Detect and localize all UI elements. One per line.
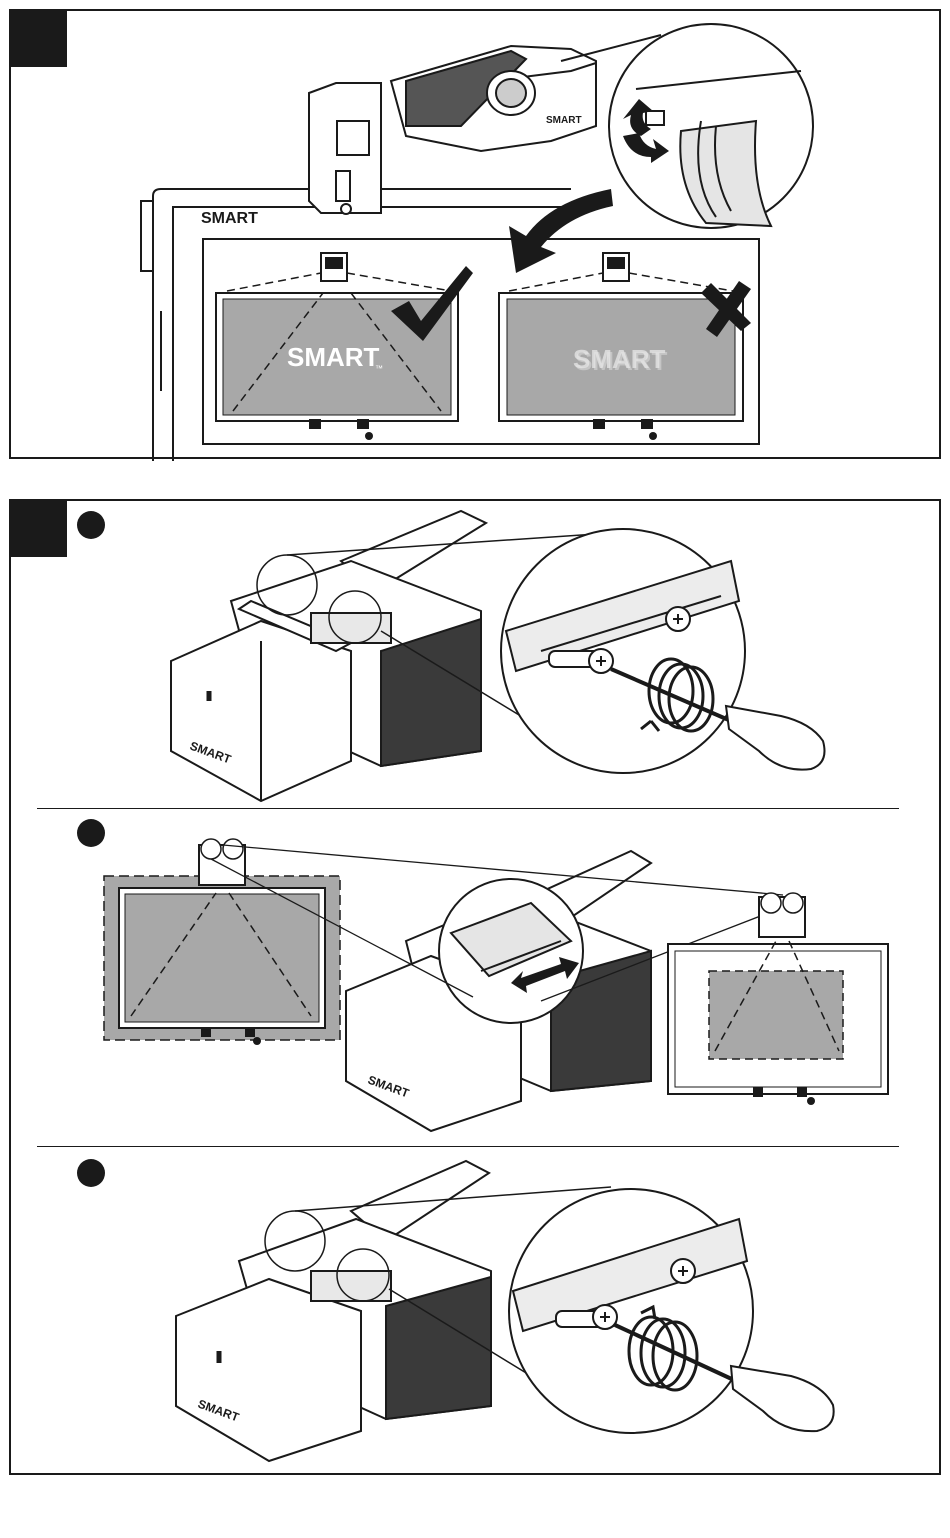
sub-step-3-projector: SMART bbox=[176, 1161, 491, 1461]
blurry-focus-board: SMART SMART bbox=[499, 253, 743, 440]
sub-step-2-left-board bbox=[104, 839, 340, 1045]
sub-step-3-screw-inset bbox=[509, 1189, 834, 1433]
sub-step-1-screw-inset bbox=[501, 529, 825, 773]
step-1-illustration: SMART SMART bbox=[11, 11, 943, 461]
sub-step-2-right-board bbox=[668, 893, 888, 1105]
step-1-panel: SMART SMART bbox=[9, 9, 941, 459]
step-2-panel: SMART bbox=[9, 499, 941, 1475]
good-focus-logo: SMART bbox=[287, 342, 380, 372]
good-focus-board: SMART ™ bbox=[216, 253, 458, 440]
svg-text:™: ™ bbox=[375, 364, 383, 373]
sub-step-1-projector: SMART bbox=[171, 511, 486, 801]
projector-logo: SMART bbox=[546, 115, 582, 126]
svg-text:SMART: SMART bbox=[575, 346, 668, 376]
curved-arrow-icon bbox=[509, 189, 613, 273]
step-2-illustration: SMART bbox=[11, 501, 943, 1477]
sub-step-2-slide-inset bbox=[439, 879, 583, 1023]
whiteboard-logo: SMART bbox=[201, 210, 258, 227]
